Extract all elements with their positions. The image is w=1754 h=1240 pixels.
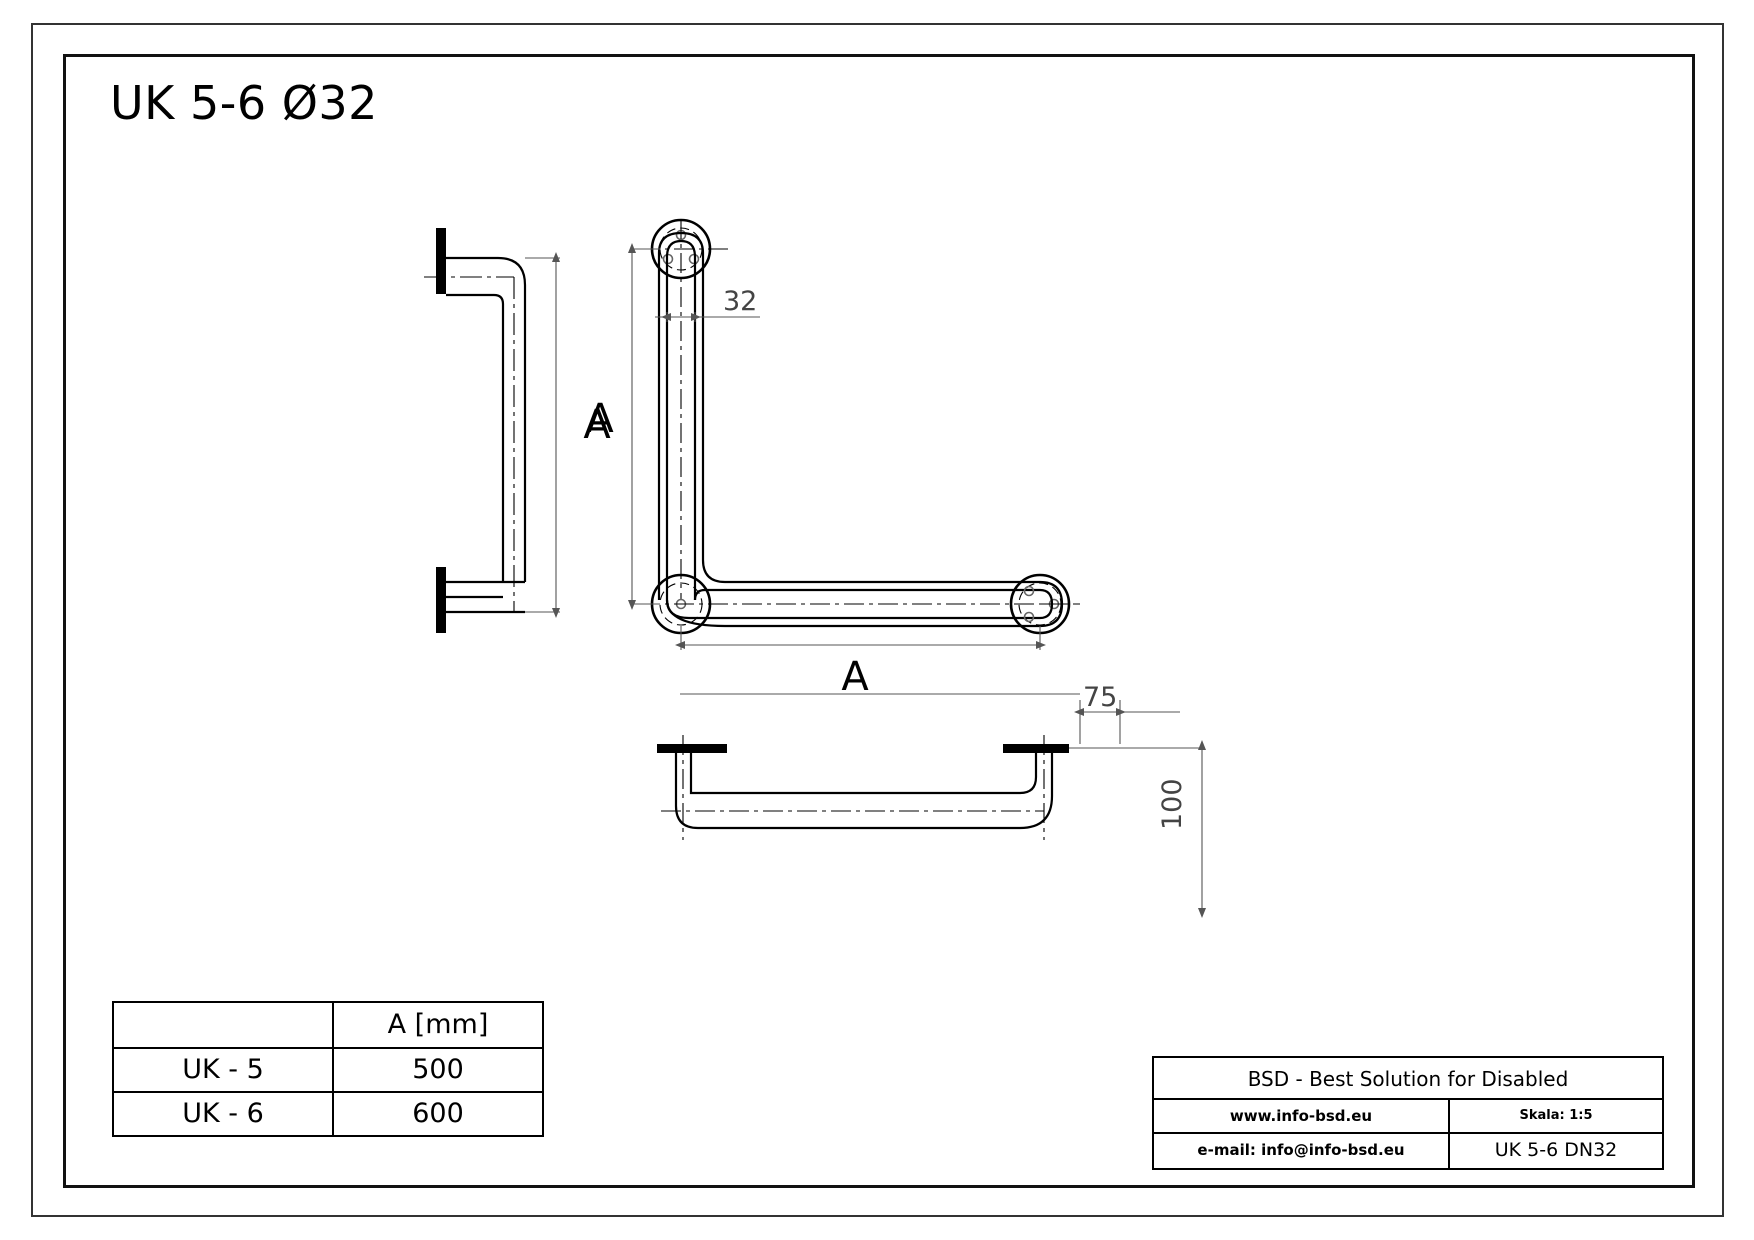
drawing-code-value: UK 5-6 DN32 (1494, 1139, 1618, 1161)
sheet-border-outer (31, 23, 1724, 1217)
sheet-border-inner (63, 54, 1695, 1188)
row-uk6-name: UK - 6 (112, 1091, 334, 1137)
header-blank-cell (112, 1001, 334, 1049)
row-uk5-value: 500 (332, 1047, 544, 1093)
page-title: UK 5-6 Ø32 (110, 76, 378, 130)
website-value[interactable]: www.info-bsd.eu (1154, 1100, 1450, 1132)
row-uk5-name: UK - 5 (112, 1047, 334, 1093)
variant-table: A [mm] UK - 5 500 UK - 6 600 (112, 1001, 544, 1137)
title-block: BSD - Best Solution for Disabled www.inf… (1152, 1056, 1664, 1170)
title-block-row-email: e-mail: info@info-bsd.eu UK 5-6 DN32 (1154, 1134, 1662, 1168)
table-header-row: A [mm] (112, 1001, 544, 1049)
company-name: BSD - Best Solution for Disabled (1154, 1058, 1662, 1100)
row-uk6-value: 600 (332, 1091, 544, 1137)
scale-value: Skala: 1:5 (1519, 1108, 1593, 1123)
header-a-mm: A [mm] (332, 1001, 544, 1049)
email-value[interactable]: e-mail: info@info-bsd.eu (1154, 1134, 1450, 1168)
title-block-row-website: www.info-bsd.eu Skala: 1:5 (1154, 1100, 1662, 1134)
table-row: UK - 5 500 (112, 1047, 544, 1093)
table-row: UK - 6 600 (112, 1091, 544, 1137)
